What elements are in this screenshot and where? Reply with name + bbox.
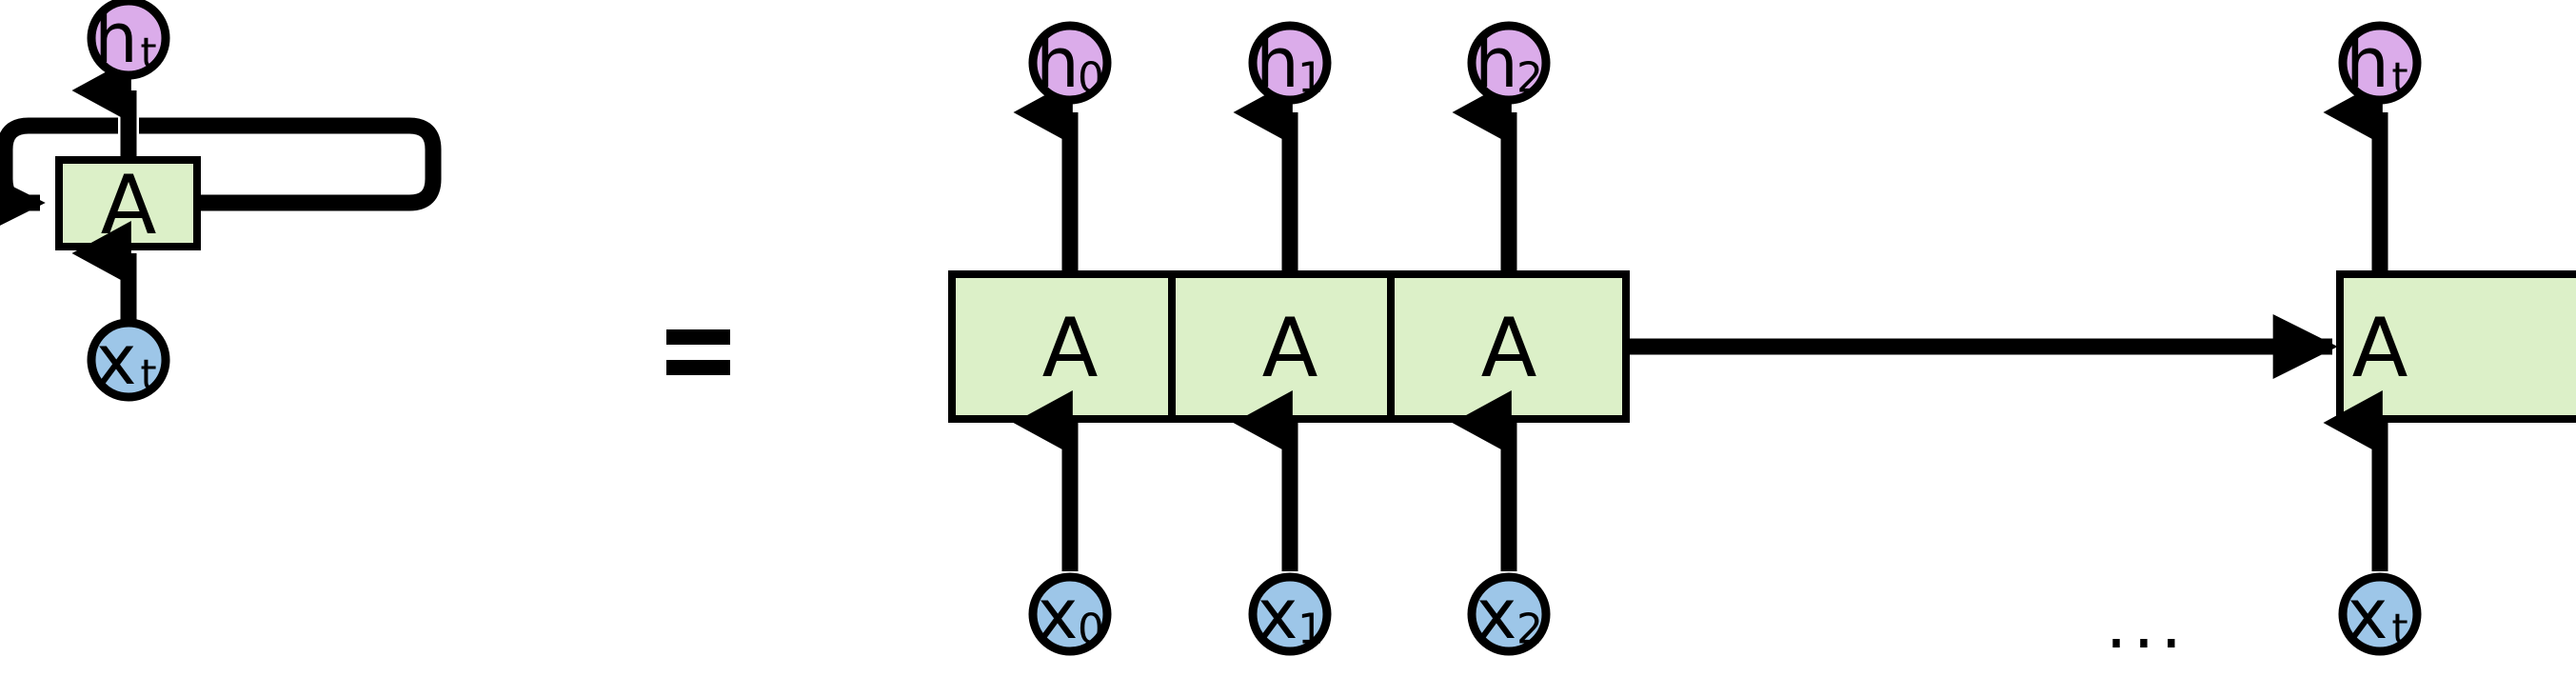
stept-input-circle <box>2338 572 2422 656</box>
recurrent-loop <box>0 117 442 235</box>
step2-input-subscript: 2 <box>1516 606 1543 654</box>
step0-hidden-base: h <box>1036 23 1080 103</box>
step2-hidden-base: h <box>1475 23 1518 103</box>
folded-hidden-node: h t <box>87 0 170 80</box>
step2-hidden-circle <box>1467 21 1551 105</box>
step0-input-circle <box>1028 572 1112 656</box>
unrolled-step-0: A h 0 x 0 <box>948 21 1191 656</box>
step0-input-node: x 0 <box>1028 572 1112 656</box>
stept-input-base: x <box>2348 574 2388 654</box>
step1-input-node: x 1 <box>1248 572 1332 656</box>
folded-input-subscript: t <box>140 351 156 400</box>
step0-hidden-node: h 0 <box>1028 21 1112 105</box>
step0-input-subscript: 0 <box>1078 606 1104 654</box>
step2-input-node: x 2 <box>1467 572 1551 656</box>
step2-input-base: x <box>1476 574 1517 654</box>
step1-hidden-circle <box>1248 21 1332 105</box>
step1-input-circle <box>1248 572 1332 656</box>
unrolled-rnn-group: A h 0 x 0 A <box>948 21 2576 664</box>
stept-hidden-subscript: t <box>2391 54 2408 103</box>
sequence-ellipsis: ... <box>2106 584 2189 664</box>
folded-cell-label: A <box>101 158 157 253</box>
stept-cell-label: A <box>2352 301 2408 396</box>
step1-hidden-base: h <box>1256 23 1299 103</box>
step0-input-base: x <box>1038 574 1079 654</box>
recurrent-loop-path <box>0 117 442 235</box>
step2-hidden-node: h 2 <box>1467 21 1551 105</box>
stept-input-subscript: t <box>2391 606 2408 654</box>
unrolled-step-1: A h 1 x 1 <box>1168 21 1411 656</box>
step2-input-circle <box>1467 572 1551 656</box>
step0-cell-label: A <box>1042 301 1099 396</box>
folded-input-base: x <box>96 320 137 400</box>
stept-hidden-node: h t <box>2338 21 2422 105</box>
folded-hidden-circle <box>87 0 170 80</box>
step1-hidden-subscript: 1 <box>1298 54 1324 103</box>
stept-hidden-circle <box>2338 21 2422 105</box>
unrolled-step-t: A h t x t <box>2323 21 2576 656</box>
step0-hidden-subscript: 0 <box>1078 54 1104 103</box>
stept-hidden-base: h <box>2346 23 2389 103</box>
folded-rnn-group: A h t x t <box>0 0 442 402</box>
equals-bar-top <box>666 329 730 345</box>
step2-cell-label: A <box>1481 301 1537 396</box>
step1-input-base: x <box>1258 574 1298 654</box>
step1-hidden-node: h 1 <box>1248 21 1332 105</box>
stept-input-node: x t <box>2338 572 2422 656</box>
step2-hidden-subscript: 2 <box>1516 54 1543 103</box>
equals-sign <box>666 329 730 375</box>
folded-input-circle <box>87 318 170 402</box>
step1-cell-label: A <box>1262 301 1318 396</box>
unrolled-step-2: A h 2 x 2 <box>1387 21 1630 656</box>
step1-input-subscript: 1 <box>1298 606 1324 654</box>
step0-hidden-circle <box>1028 21 1112 105</box>
folded-hidden-subscript: t <box>140 30 156 78</box>
folded-input-node: x t <box>87 318 170 402</box>
folded-hidden-base: h <box>94 0 138 78</box>
equals-bar-bottom <box>666 360 730 375</box>
